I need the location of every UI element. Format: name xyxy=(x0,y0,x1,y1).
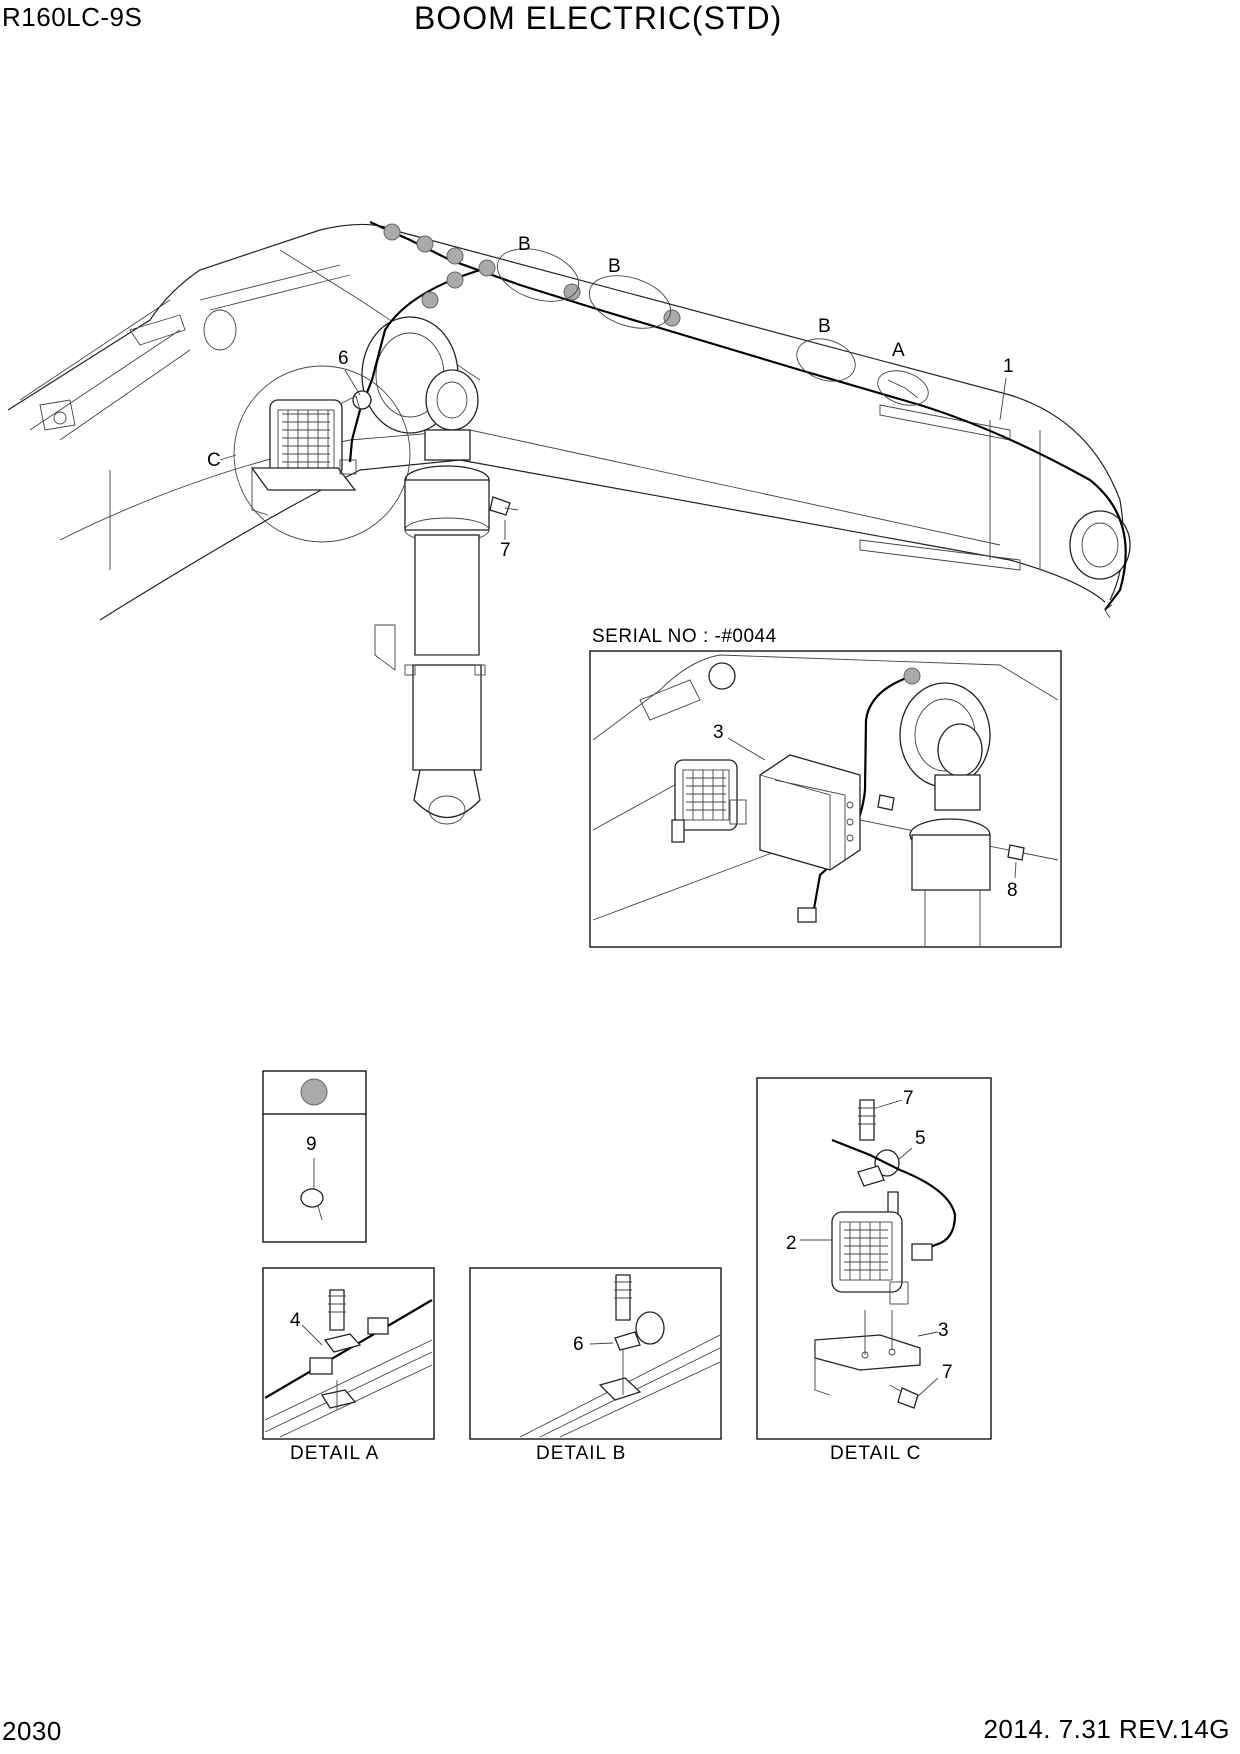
serial-inset-title: SERIAL NO : -#0044 xyxy=(592,626,777,647)
detail-b-drawing xyxy=(469,1267,722,1440)
detail-c-marker xyxy=(233,365,411,543)
callout-item-3-inset: 3 xyxy=(713,722,724,743)
wire-branch xyxy=(350,266,488,441)
clamp-markers xyxy=(383,223,681,327)
boom-cylinder xyxy=(361,316,490,825)
model-code: R160LC-9S xyxy=(2,2,143,32)
callout-item-9: 9 xyxy=(306,1134,317,1155)
serial-inset xyxy=(589,650,1062,948)
callout-detail-c: C xyxy=(207,450,221,471)
callout-item-6: 6 xyxy=(338,348,349,369)
callout-item-3-detail: 3 xyxy=(938,1320,949,1341)
page-title: BOOM ELECTRIC(STD) xyxy=(414,0,783,36)
callout-item-7: 7 xyxy=(500,540,511,561)
revision-date: 2014. 7.31 REV.14G xyxy=(983,1714,1230,1744)
callout-detail-b-1: B xyxy=(518,234,531,255)
detail-b-marker-3 xyxy=(796,338,856,382)
callout-item-6-detail: 6 xyxy=(573,1334,584,1355)
detail-c-drawing xyxy=(756,1077,992,1440)
callout-item-7-detail-bottom: 7 xyxy=(942,1362,953,1383)
detail-b-marker-1 xyxy=(496,248,580,302)
callout-detail-b-2: B xyxy=(608,256,621,277)
detail-b-label: DETAIL B xyxy=(536,1443,627,1464)
detail-a-label: DETAIL A xyxy=(290,1443,380,1464)
callout-item-7-detail-top: 7 xyxy=(903,1088,914,1109)
callout-item-8: 8 xyxy=(1007,880,1018,901)
detail-a-marker xyxy=(877,370,929,406)
detail-b-marker-2 xyxy=(588,275,672,329)
page-number: 2030 xyxy=(2,1716,62,1746)
work-lamp-main xyxy=(250,399,357,516)
boom-structure xyxy=(7,223,1131,621)
callout-detail-b-3: B xyxy=(818,316,831,337)
detail-a-drawing xyxy=(262,1267,435,1440)
callout-item-1: 1 xyxy=(1003,356,1014,377)
clamp-marker-legend-icon xyxy=(300,1078,328,1106)
wire-harness xyxy=(369,220,1127,611)
callout-item-5: 5 xyxy=(915,1128,926,1149)
callout-item-4: 4 xyxy=(290,1310,301,1331)
callout-detail-a: A xyxy=(892,340,905,361)
callout-item-2: 2 xyxy=(786,1233,797,1254)
legend-box xyxy=(262,1070,367,1243)
detail-c-label: DETAIL C xyxy=(830,1443,922,1464)
